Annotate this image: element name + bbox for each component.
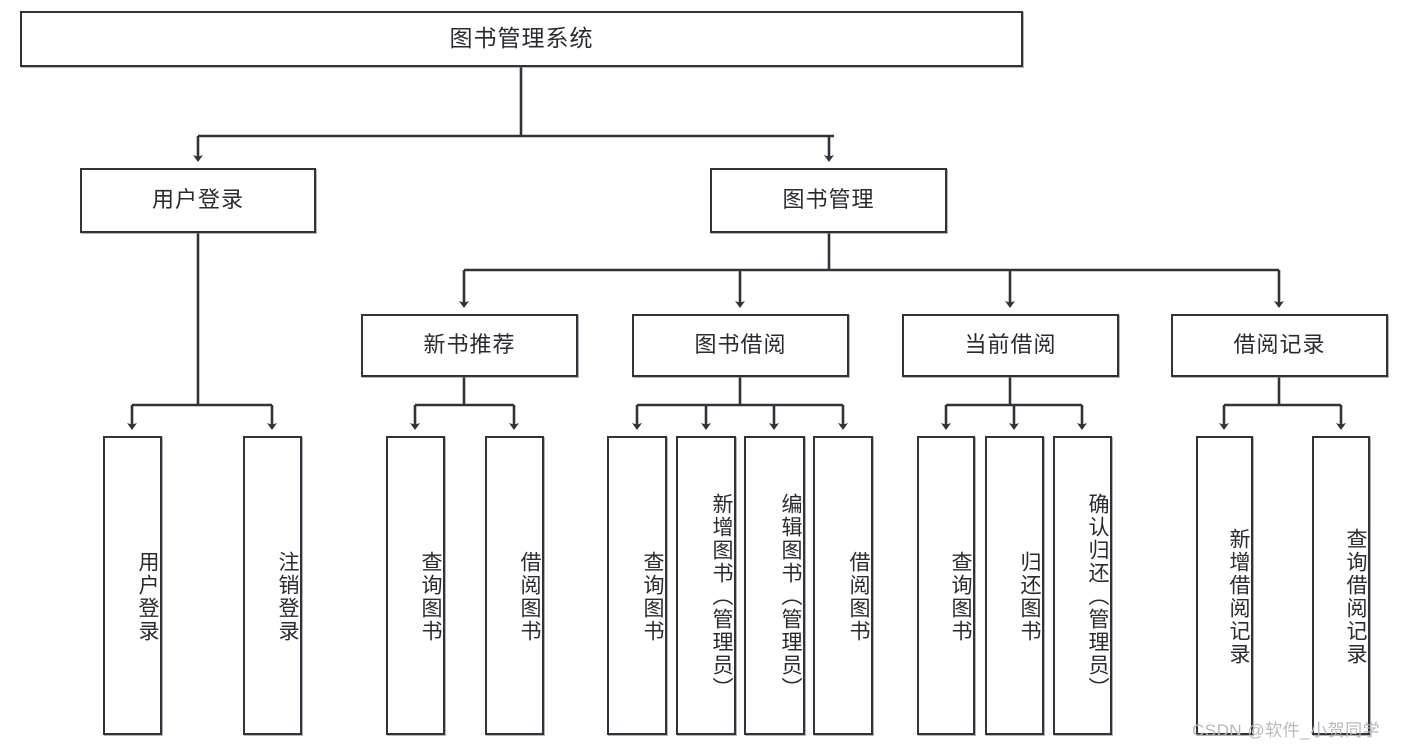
node-label: 新增借阅记录 (1227, 527, 1250, 666)
node-label: 查询图书 (641, 550, 664, 643)
node-label: 确认归还（管理员） (1086, 493, 1109, 700)
node-book-borrow[interactable]: 图书借阅 (632, 314, 849, 377)
leaf-confirm-return-admin[interactable]: 确认归还（管理员） (1053, 436, 1112, 735)
leaf-user-login[interactable]: 用户登录 (103, 436, 162, 735)
leaf-query-book-recommend[interactable]: 查询图书 (386, 436, 445, 735)
node-label: 用户登录 (151, 187, 244, 213)
node-label: 借阅图书 (847, 550, 870, 643)
node-label: 编辑图书（管理员） (779, 493, 802, 700)
node-book-management[interactable]: 图书管理 (710, 168, 947, 233)
node-label: 查询借阅记录 (1344, 527, 1367, 666)
leaf-query-book-borrow[interactable]: 查询图书 (607, 436, 667, 735)
leaf-borrow-book[interactable]: 借阅图书 (813, 436, 873, 735)
node-user-login[interactable]: 用户登录 (80, 168, 316, 233)
node-label: 借阅记录 (1233, 332, 1326, 358)
leaf-add-book-admin[interactable]: 新增图书（管理员） (676, 436, 736, 735)
node-label: 注销登录 (276, 550, 299, 643)
node-current-borrow[interactable]: 当前借阅 (902, 314, 1119, 377)
leaf-edit-book-admin[interactable]: 编辑图书（管理员） (744, 436, 805, 735)
leaf-query-book-current[interactable]: 查询图书 (917, 436, 975, 735)
node-label: 用户登录 (136, 550, 159, 643)
node-label: 图书管理 (782, 187, 875, 213)
node-root[interactable]: 图书管理系统 (20, 11, 1023, 67)
node-label: 查询图书 (419, 550, 442, 643)
leaf-add-borrow-record[interactable]: 新增借阅记录 (1196, 436, 1253, 735)
leaf-return-book[interactable]: 归还图书 (985, 436, 1044, 735)
node-borrow-record[interactable]: 借阅记录 (1171, 314, 1388, 377)
node-label: 当前借阅 (964, 332, 1057, 358)
node-label: 查询图书 (949, 550, 972, 643)
node-label: 归还图书 (1018, 550, 1041, 643)
leaf-logout[interactable]: 注销登录 (243, 436, 302, 735)
leaf-borrow-book-recommend[interactable]: 借阅图书 (485, 436, 544, 735)
node-label: 新书推荐 (423, 332, 516, 358)
node-new-book-recommend[interactable]: 新书推荐 (361, 314, 578, 377)
node-label: 图书管理系统 (449, 25, 594, 52)
leaf-query-borrow-record[interactable]: 查询借阅记录 (1312, 436, 1370, 735)
node-label: 图书借阅 (694, 332, 787, 358)
node-label: 新增图书（管理员） (710, 493, 733, 700)
node-label: 借阅图书 (518, 550, 541, 643)
